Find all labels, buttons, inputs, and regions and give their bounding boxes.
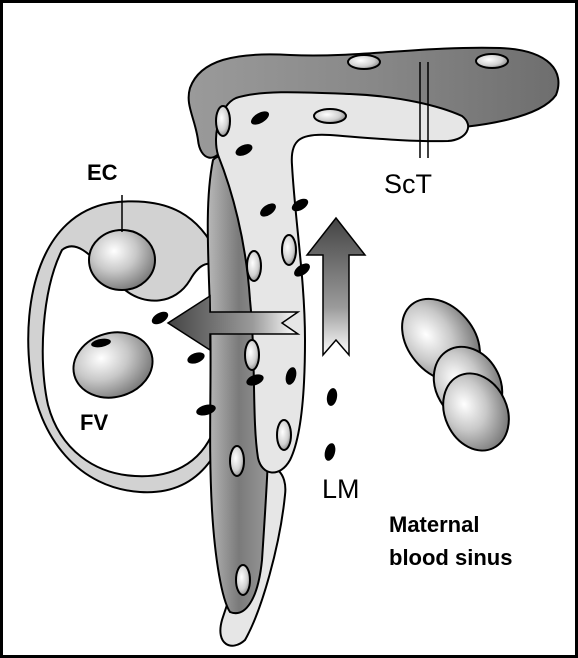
nucleus — [282, 235, 296, 265]
nucleus — [245, 340, 259, 370]
nucleus — [348, 55, 380, 69]
label-maternal-line2: blood sinus — [389, 545, 512, 570]
label-ec: EC — [87, 160, 118, 185]
nucleus — [247, 251, 261, 281]
nucleus — [230, 446, 244, 476]
nucleus — [236, 565, 250, 595]
nucleus — [314, 109, 346, 123]
label-maternal-line1: Maternal — [389, 512, 479, 537]
label-lm: LM — [322, 474, 360, 504]
label-fv: FV — [80, 410, 108, 435]
label-sct: ScT — [384, 169, 432, 199]
nucleus — [216, 106, 230, 136]
nucleus — [277, 420, 291, 450]
nucleus — [476, 54, 508, 68]
endothelial-cell-nucleus — [89, 230, 155, 290]
